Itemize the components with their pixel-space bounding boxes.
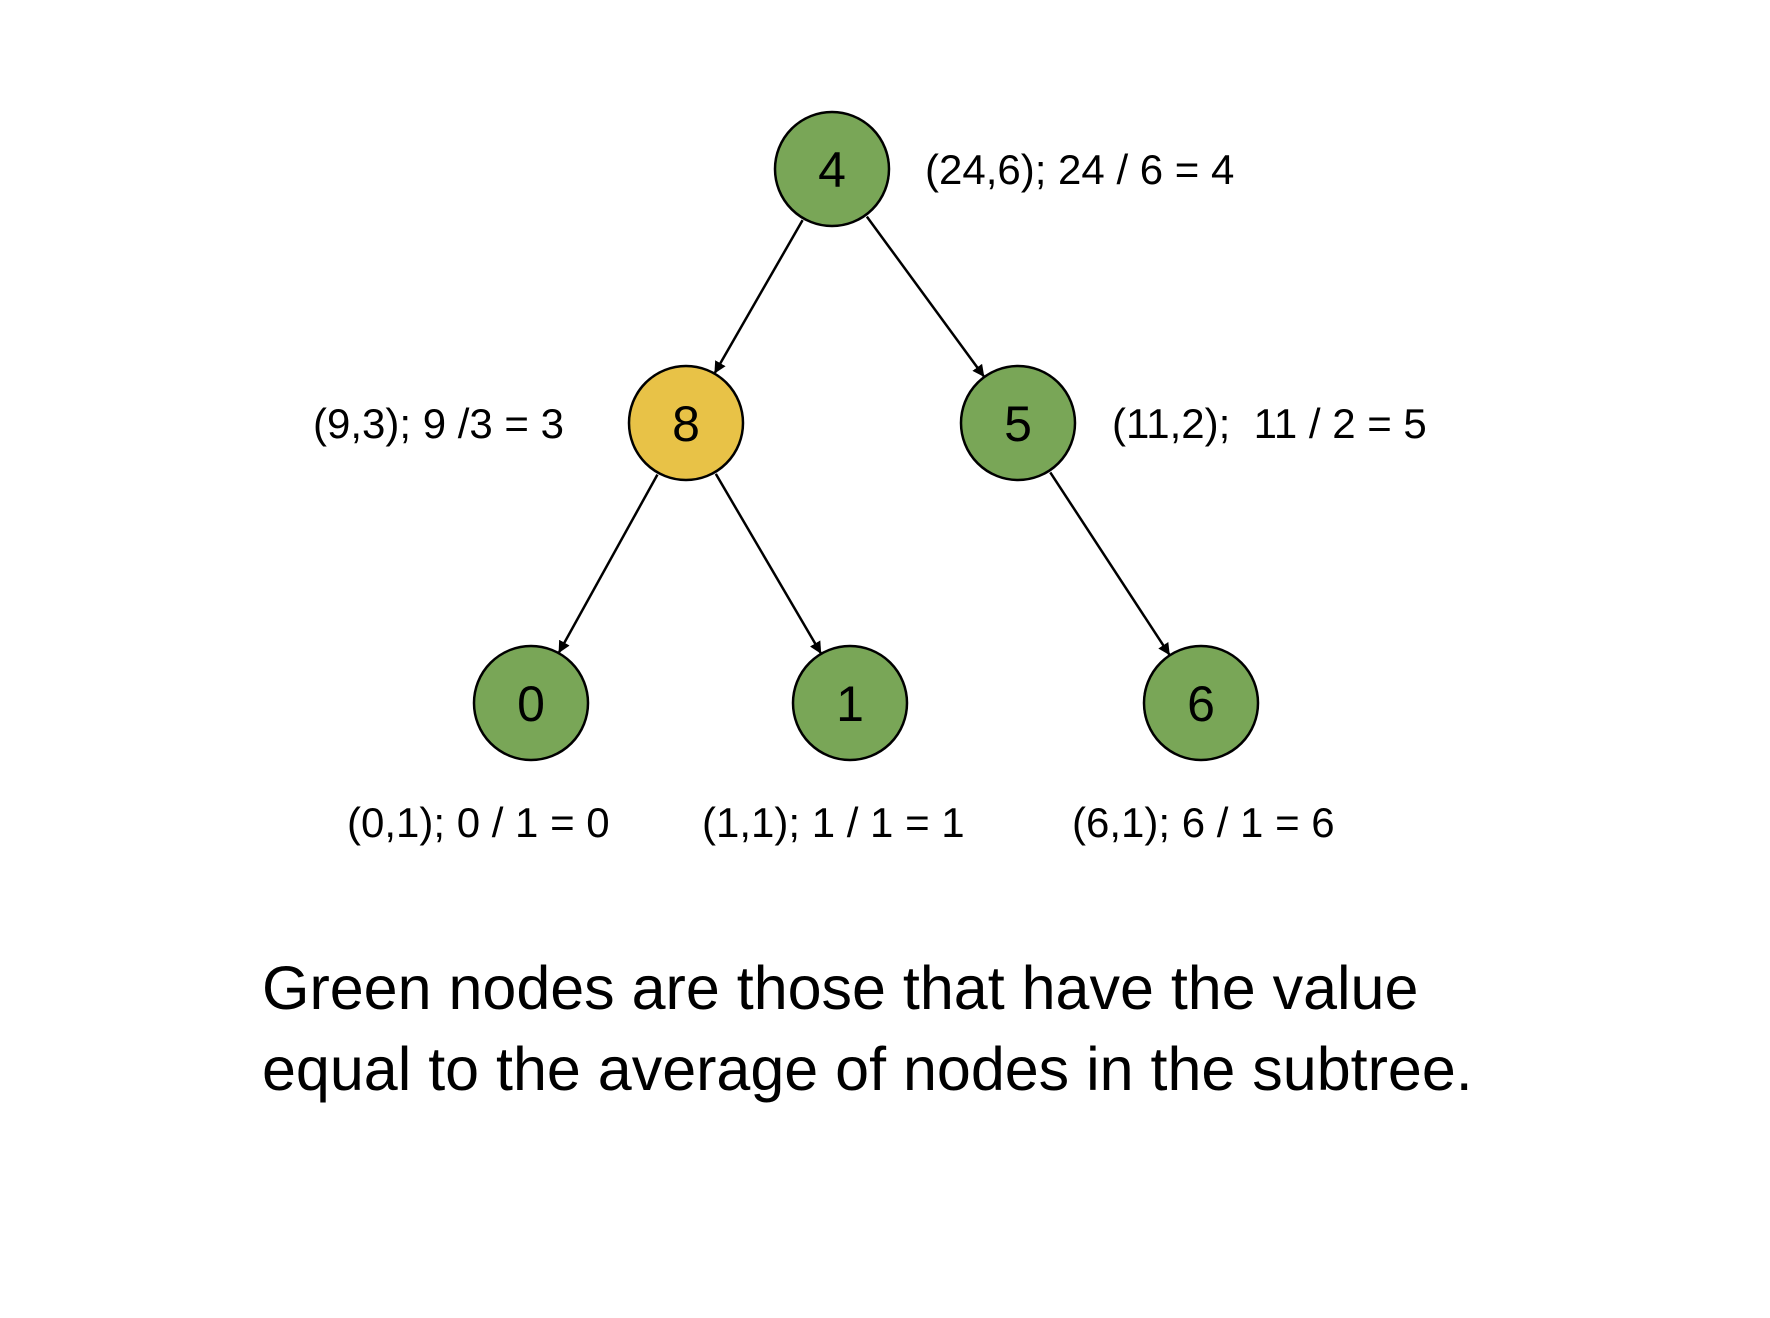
node-annotation-6: (6,1); 6 / 1 = 6: [1072, 799, 1335, 846]
caption-line-2: equal to the average of nodes in the sub…: [262, 1035, 1473, 1103]
edge-n8-n1: [714, 473, 822, 654]
tree-node-0: 0: [472, 644, 590, 762]
tree-node-5: 5: [959, 364, 1077, 482]
edge-n4-n5: [865, 215, 985, 378]
node-circle: [627, 364, 745, 482]
nodes-layer: 4 8 5 0 1 6: [472, 110, 1260, 762]
edge-n4-n8: [713, 219, 804, 374]
tree-node-6: 6: [1142, 644, 1260, 762]
node-circle: [773, 110, 891, 228]
node-value: 5: [1004, 396, 1032, 452]
edge-n5-n6: [1049, 471, 1171, 656]
node-annotation-0: (0,1); 0 / 1 = 0: [347, 799, 610, 846]
annotations-layer: (24,6); 24 / 6 = 4 (9,3); 9 /3 = 3 (11,2);…: [313, 146, 1427, 846]
node-value: 8: [672, 396, 700, 452]
edge-n8-n0: [557, 474, 659, 654]
node-value: 6: [1187, 676, 1215, 732]
node-value: 0: [517, 676, 545, 732]
node-value: 1: [836, 676, 864, 732]
node-value: 4: [818, 142, 846, 198]
edges-layer: [557, 215, 1171, 656]
node-circle: [959, 364, 1077, 482]
node-circle: [472, 644, 590, 762]
node-annotation-5: (11,2); 11 / 2 = 5: [1112, 400, 1427, 447]
tree-node-1: 1: [791, 644, 909, 762]
node-annotation-4: (24,6); 24 / 6 = 4: [925, 146, 1234, 193]
node-circle: [1142, 644, 1260, 762]
caption-line-1: Green nodes are those that have the valu…: [262, 954, 1419, 1022]
node-circle: [791, 644, 909, 762]
node-annotation-8: (9,3); 9 /3 = 3: [313, 400, 564, 447]
tree-node-8: 8: [627, 364, 745, 482]
caption: Green nodes are those that have the valu…: [262, 948, 1662, 1110]
tree-node-4: 4: [773, 110, 891, 228]
node-annotation-1: (1,1); 1 / 1 = 1: [702, 799, 965, 846]
